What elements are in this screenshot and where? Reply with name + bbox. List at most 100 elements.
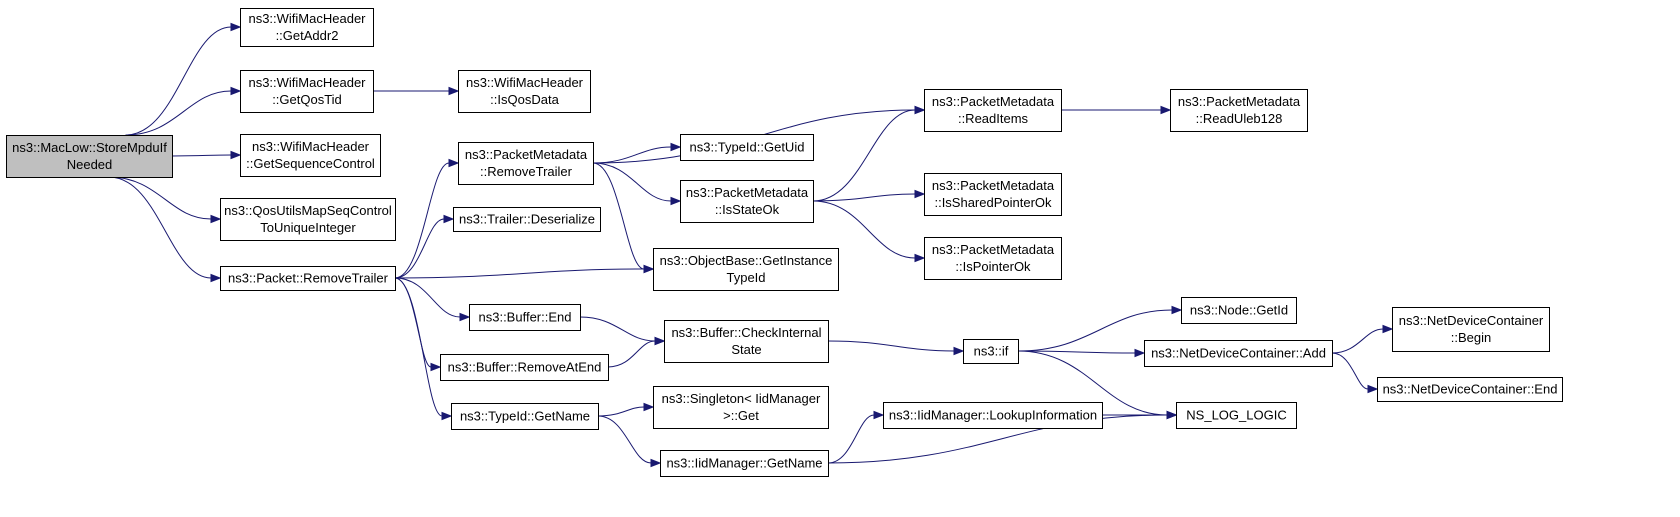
- arrowhead-icon: [1134, 348, 1146, 358]
- node-box[interactable]: [240, 134, 381, 177]
- node-label: NS_LOG_LOGIC: [1186, 408, 1286, 423]
- node-typeid-getuid[interactable]: ns3::TypeId::GetUid: [680, 134, 814, 161]
- node-getqostid[interactable]: ns3::WifiMacHeader::GetQosTid: [240, 70, 374, 113]
- arrowhead-icon: [443, 214, 455, 224]
- edge-line: [827, 414, 1168, 464]
- node-box[interactable]: [453, 207, 601, 232]
- edge-ns3_if-to-ndc_add: [1017, 348, 1146, 358]
- edge-pm_removetrailer-to-ob_getinstance: [592, 162, 655, 274]
- node-box[interactable]: [1377, 377, 1563, 402]
- edge-pm_isstateok-to-pm_issharedptr: [812, 189, 926, 202]
- arrowhead-icon: [1160, 105, 1172, 115]
- edge-iid_lookup-to-ns_log_logic: [1102, 410, 1178, 420]
- node-ndc-end[interactable]: ns3::NetDeviceContainer::End: [1377, 377, 1563, 402]
- node-box[interactable]: [680, 180, 814, 223]
- node-box[interactable]: [660, 450, 829, 477]
- node-label: ns3::QosUtilsMapSeqControl: [224, 203, 392, 218]
- node-pkt-removetrailer[interactable]: ns3::Packet::RemoveTrailer: [220, 266, 396, 291]
- node-box[interactable]: [458, 142, 594, 185]
- node-box[interactable]: [653, 248, 839, 291]
- node-getaddr2[interactable]: ns3::WifiMacHeader::GetAddr2: [240, 8, 374, 47]
- node-box[interactable]: [963, 339, 1019, 364]
- node-box[interactable]: [440, 354, 609, 381]
- node-box[interactable]: [469, 304, 581, 331]
- node-box[interactable]: [220, 266, 396, 291]
- node-ndc-begin[interactable]: ns3::NetDeviceContainer::Begin: [1392, 307, 1550, 352]
- node-getseqctrl[interactable]: ns3::WifiMacHeader::GetSequenceControl: [240, 134, 381, 177]
- node-label: ::ReadUleb128: [1196, 111, 1283, 126]
- node-box[interactable]: [1176, 402, 1297, 429]
- node-box[interactable]: [924, 89, 1062, 132]
- edge-line: [592, 162, 672, 202]
- node-iid-getname[interactable]: ns3::IidManager::GetName: [660, 450, 829, 477]
- arrowhead-icon: [459, 312, 471, 322]
- node-box[interactable]: [1392, 307, 1550, 352]
- node-box[interactable]: [653, 386, 829, 429]
- node-label: ns3::MacLow::StoreMpduIf: [12, 140, 167, 155]
- arrowhead-icon: [1166, 410, 1178, 420]
- edge-pm_isstateok-to-pm_readitems: [812, 105, 926, 202]
- node-buf-end[interactable]: ns3::Buffer::End: [469, 304, 581, 331]
- arrowhead-icon: [914, 253, 926, 263]
- node-box[interactable]: [6, 135, 173, 178]
- node-pm-issharedptr[interactable]: ns3::PacketMetadata::IsSharedPointerOk: [924, 173, 1062, 216]
- node-pm-isptrok[interactable]: ns3::PacketMetadata::IsPointerOk: [924, 237, 1062, 280]
- node-label: ns3::PacketMetadata: [932, 94, 1055, 109]
- arrowhead-icon: [1367, 384, 1379, 394]
- node-box[interactable]: [458, 70, 591, 113]
- node-ndc-add[interactable]: ns3::NetDeviceContainer::Add: [1144, 340, 1333, 367]
- node-isqosdata[interactable]: ns3::WifiMacHeader::IsQosData: [458, 70, 591, 113]
- node-label: ns3::WifiMacHeader: [252, 139, 370, 154]
- node-label: ns3::PacketMetadata: [465, 147, 588, 162]
- node-node-getid[interactable]: ns3::Node::GetId: [1181, 297, 1297, 324]
- node-box[interactable]: [451, 403, 599, 430]
- node-singleton-get[interactable]: ns3::Singleton< IidManager>::Get: [653, 386, 829, 429]
- node-box[interactable]: [1170, 89, 1308, 132]
- edge-pm_readitems-to-pm_readuleb: [1061, 105, 1172, 115]
- node-pm-removetrailer[interactable]: ns3::PacketMetadata::RemoveTrailer: [458, 142, 594, 185]
- node-box[interactable]: [680, 134, 814, 161]
- node-label: TypeId: [726, 270, 765, 285]
- arrowhead-icon: [914, 105, 926, 115]
- edge-line: [1017, 350, 1136, 354]
- node-label: ns3::IidManager::LookupInformation: [889, 408, 1097, 423]
- arrowhead-icon: [230, 86, 242, 96]
- node-ns-log-logic[interactable]: NS_LOG_LOGIC: [1176, 402, 1297, 429]
- node-label: ns3::NetDeviceContainer::Add: [1151, 346, 1326, 361]
- node-qosutils[interactable]: ns3::QosUtilsMapSeqControlToUniqueIntege…: [220, 198, 396, 241]
- node-pm-readuleb[interactable]: ns3::PacketMetadata::ReadUleb128: [1170, 89, 1308, 132]
- edge-pm_isstateok-to-pm_isptrok: [812, 200, 926, 263]
- arrowhead-icon: [210, 214, 222, 224]
- node-label: ::IsStateOk: [715, 202, 780, 217]
- edge-pkt_removetrailer-to-typeid_getname: [394, 277, 453, 421]
- edge-buf_end-to-buf_checkinternal: [579, 316, 666, 346]
- node-pm-isstateok[interactable]: ns3::PacketMetadata::IsStateOk: [680, 180, 814, 223]
- node-box[interactable]: [883, 402, 1103, 429]
- node-label: ns3::TypeId::GetUid: [690, 140, 805, 155]
- node-box[interactable]: [664, 320, 829, 363]
- node-box[interactable]: [240, 70, 374, 113]
- node-label: Needed: [67, 157, 113, 172]
- edge-line: [812, 200, 916, 259]
- node-box[interactable]: [1144, 340, 1333, 367]
- arrowhead-icon: [654, 336, 666, 346]
- node-pm-readitems[interactable]: ns3::PacketMetadata::ReadItems: [924, 89, 1062, 132]
- node-label: ns3::Singleton< IidManager: [662, 391, 821, 406]
- node-box[interactable]: [240, 8, 374, 47]
- node-box[interactable]: [1181, 297, 1297, 324]
- node-buf-removeatend[interactable]: ns3::Buffer::RemoveAtEnd: [440, 354, 609, 381]
- node-box[interactable]: [220, 198, 396, 241]
- node-box[interactable]: [924, 173, 1062, 216]
- node-ns3-if[interactable]: ns3::if: [963, 339, 1019, 364]
- edge-line: [125, 90, 232, 136]
- node-trailer-deser[interactable]: ns3::Trailer::Deserialize: [453, 207, 601, 232]
- arrowhead-icon: [873, 410, 885, 420]
- node-label: ns3::Buffer::CheckInternal: [671, 325, 821, 340]
- node-box[interactable]: [924, 237, 1062, 280]
- node-typeid-getname[interactable]: ns3::TypeId::GetName: [451, 403, 599, 430]
- arrowhead-icon: [210, 273, 222, 283]
- node-iid-lookup[interactable]: ns3::IidManager::LookupInformation: [883, 402, 1103, 429]
